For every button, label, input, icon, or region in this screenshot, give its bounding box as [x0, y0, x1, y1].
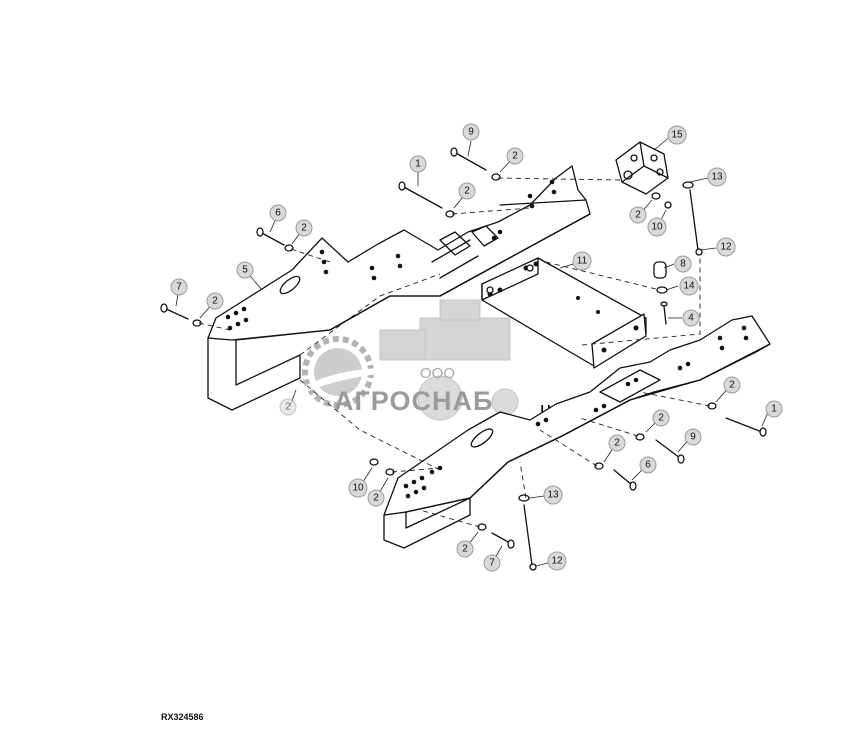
- callout-10: 10: [647, 217, 667, 237]
- svg-text:1: 1: [415, 159, 421, 170]
- callout-9: 9: [684, 428, 702, 446]
- svg-text:2: 2: [212, 296, 218, 307]
- svg-text:13: 13: [711, 172, 723, 183]
- svg-text:11: 11: [577, 256, 588, 267]
- callout-2: 2: [206, 292, 224, 310]
- watermark-combine-icon: [379, 299, 519, 421]
- frame-rail-right: [383, 315, 771, 549]
- svg-text:6: 6: [275, 208, 281, 219]
- callout-2: 2: [367, 489, 385, 507]
- callout-12: 12: [716, 237, 736, 257]
- svg-text:6: 6: [645, 460, 651, 471]
- callout-4: 4: [682, 309, 700, 327]
- svg-text:7: 7: [489, 558, 495, 569]
- callout-7: 7: [170, 278, 188, 296]
- svg-text:2: 2: [464, 186, 470, 197]
- svg-text:13: 13: [547, 490, 559, 501]
- callout-9: 9: [462, 123, 480, 141]
- svg-text:2: 2: [635, 210, 641, 221]
- callout-2: 2: [629, 206, 647, 224]
- center-mount-plate: [481, 257, 647, 369]
- svg-text:2: 2: [373, 493, 379, 504]
- svg-text:2: 2: [301, 223, 307, 234]
- svg-text:2: 2: [462, 544, 468, 555]
- frame-rail-left: [207, 165, 591, 411]
- svg-text:7: 7: [176, 282, 182, 293]
- callout-13: 13: [707, 167, 727, 187]
- callout-2: 2: [456, 540, 474, 558]
- svg-text:8: 8: [680, 259, 686, 270]
- svg-text:2: 2: [285, 402, 291, 413]
- callout-2: 2: [279, 398, 297, 416]
- callout-1: 1: [765, 400, 783, 418]
- callout-8: 8: [674, 255, 692, 273]
- watermark-gear-icon: [302, 336, 430, 408]
- svg-text:10: 10: [651, 222, 663, 233]
- svg-text:2: 2: [658, 413, 664, 424]
- svg-text:10: 10: [352, 483, 364, 494]
- svg-text:2: 2: [729, 380, 735, 391]
- fasteners: [160, 147, 767, 571]
- callout-10: 10: [348, 478, 368, 498]
- svg-text:5: 5: [242, 265, 248, 276]
- callout-11: 11: [572, 251, 592, 271]
- callout-15: 15: [667, 125, 687, 145]
- callout-7: 7: [483, 554, 501, 572]
- watermark: ООО АГРОСНАБ: [302, 299, 519, 421]
- callout-1: 1: [409, 155, 427, 173]
- svg-text:9: 9: [690, 432, 696, 443]
- svg-text:12: 12: [720, 242, 732, 253]
- assembly-lines: [198, 177, 711, 528]
- callout-2: 2: [608, 434, 626, 452]
- callout-2: 2: [458, 182, 476, 200]
- svg-text:1: 1: [771, 404, 777, 415]
- callout-12: 12: [547, 551, 567, 571]
- watermark-name: АГРОСНАБ: [334, 386, 493, 416]
- callout-14: 14: [679, 276, 699, 296]
- callout-6: 6: [639, 456, 657, 474]
- callout-13: 13: [543, 485, 563, 505]
- callout-2: 2: [652, 409, 670, 427]
- watermark-prefix: ООО: [420, 365, 455, 382]
- svg-text:2: 2: [614, 438, 620, 449]
- callout-5: 5: [236, 261, 254, 279]
- svg-text:2: 2: [512, 151, 518, 162]
- callout-2: 2: [295, 219, 313, 237]
- frame-rail-right-holes: [403, 325, 749, 499]
- svg-text:14: 14: [683, 281, 695, 292]
- svg-text:4: 4: [688, 313, 694, 324]
- svg-text:15: 15: [671, 130, 683, 141]
- frame-rail-left-holes: [225, 179, 557, 331]
- figure-code: RX324586: [161, 712, 204, 722]
- callout-2: 2: [723, 376, 741, 394]
- valve-block: [615, 141, 669, 195]
- svg-text:12: 12: [551, 556, 563, 567]
- callout-6: 6: [269, 204, 287, 222]
- callout-2: 2: [506, 147, 524, 165]
- svg-text:9: 9: [468, 127, 474, 138]
